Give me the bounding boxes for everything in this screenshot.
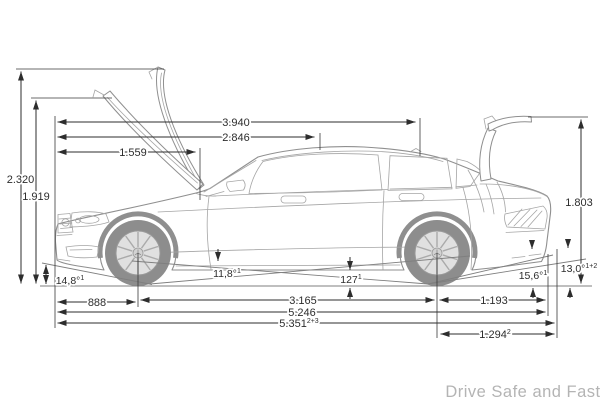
trunk-opening-edge — [467, 169, 485, 213]
value: 11,8° — [213, 268, 237, 280]
footnote: 1 — [358, 274, 362, 281]
angle-label-ramp: 11,8°1 — [213, 268, 241, 280]
footnote: 2+3 — [307, 318, 319, 325]
dim-label-3940: 3.940 — [222, 117, 250, 129]
watermark-text: Drive Safe and Fast — [445, 383, 600, 401]
dim-label-height-2320: 2.320 — [7, 174, 35, 186]
dim-label-1294: 1.2942 — [479, 329, 511, 341]
label-ground-clearance: 1271 — [340, 274, 362, 286]
brand-star — [61, 218, 70, 227]
rear-door-handle — [398, 193, 425, 201]
taillight — [504, 205, 548, 230]
angle-lines — [41, 254, 587, 285]
footnote: 2 — [507, 329, 511, 336]
open-trunk-lid — [479, 115, 532, 215]
side-mirror — [226, 179, 246, 192]
dim-label-height-1919: 1.919 — [22, 191, 50, 203]
front-intake — [65, 245, 100, 259]
body-outline — [54, 146, 552, 271]
dim-label-length-trunk-open: 5.3512+3 — [279, 318, 319, 330]
dim-label-2846: 2.846 — [222, 132, 250, 144]
open-hood-positions — [92, 66, 205, 191]
value: 14,8° — [56, 275, 81, 287]
dim-label-overall-length: 5.246 — [288, 307, 316, 319]
dim-label-height-1803: 1.803 — [565, 197, 593, 209]
grille — [57, 213, 74, 234]
value: 127 — [340, 274, 358, 286]
footnote: 1 — [237, 268, 241, 275]
dim-label-1559: 1.559 — [119, 147, 147, 159]
footnote: 1 — [80, 275, 84, 282]
footnote: 1+2 — [585, 263, 597, 270]
side-windows — [248, 153, 482, 194]
rear-wheel-arch — [396, 211, 478, 259]
dimension-annotations: 3.940 2.846 1.559 2.320 1.919 1.803 888 … — [5, 68, 599, 343]
footnote: 1 — [543, 270, 547, 277]
front-door-handle — [280, 195, 307, 204]
value: 5.351 — [279, 318, 307, 330]
dim-label-wheelbase: 3.165 — [289, 295, 317, 307]
value: 15,6° — [519, 270, 544, 282]
door-seams — [206, 187, 473, 270]
rear-details — [467, 169, 548, 259]
angle-label-approach: 14,8°1 — [56, 275, 85, 287]
value: 1.294 — [479, 329, 507, 341]
dim-label-front-overhang: 888 — [88, 297, 106, 309]
angle-label-departure-alt: 13,0°1+2 — [561, 263, 598, 275]
car-side-view — [54, 66, 552, 286]
front-fascia — [56, 211, 110, 262]
value: 13,0° — [561, 263, 586, 275]
angle-label-departure: 15,6°1 — [519, 270, 548, 282]
antenna-fin — [409, 148, 422, 153]
headlight — [69, 211, 110, 228]
dim-label-rear-overhang: 1.193 — [480, 295, 508, 307]
